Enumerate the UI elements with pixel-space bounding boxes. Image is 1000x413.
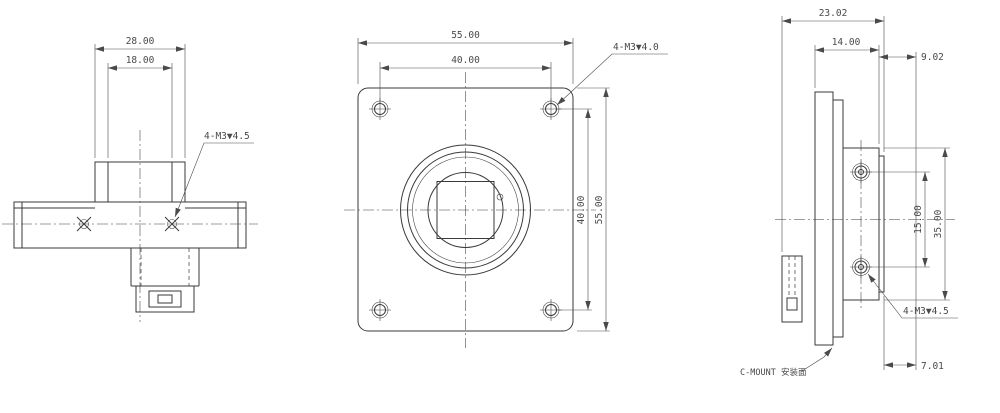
side-view: 23.02 14.00 9.02 15.00 35.00 7.01 4-M3▼4… (740, 8, 958, 378)
front-lens-mount (400, 144, 531, 276)
locating-pin-circle (496, 193, 504, 201)
mount-bore-circle (427, 172, 504, 248)
mount-face-leader (801, 347, 833, 372)
side-dim-body-height: 35.00 (933, 209, 944, 238)
front-view-centerlines (344, 72, 596, 348)
side-dim-depth-body: 14.00 (832, 37, 861, 48)
mount-thread-circle (412, 156, 519, 264)
front-hole-callout: 4-M3▼4.0 (613, 42, 659, 53)
sensor-outline (436, 181, 495, 239)
connector-outline (781, 255, 803, 323)
left-callout-leader (174, 142, 254, 218)
left-extension-lines (94, 44, 186, 158)
left-mount-hole-1 (76, 216, 92, 232)
front-callout-leader (556, 53, 668, 106)
left-dim-outer-width: 28.00 (126, 36, 155, 47)
side-dim-flange-offset: 7.01 (921, 361, 944, 372)
side-hole-callout: 4-M3▼4.5 (903, 306, 949, 317)
left-mount-hole-2 (164, 216, 180, 232)
mount-face-label: C-MOUNT 安装面 (740, 367, 807, 378)
left-body-outline (130, 248, 200, 313)
front-plate-outline (357, 87, 574, 332)
side-dim-depth-front: 9.02 (921, 52, 944, 63)
side-extension-lines (781, 16, 950, 370)
hole-cross-mark (164, 216, 180, 232)
front-corner-hole-bottom-left (369, 299, 391, 321)
side-callout-leader (867, 273, 958, 319)
side-dim-hole-spacing: 15.00 (913, 205, 924, 234)
left-body-hidden-lines (140, 248, 190, 286)
front-dim-height-overall: 55.00 (594, 195, 605, 224)
hole-circle (167, 219, 177, 229)
left-top-block-outline (94, 161, 186, 202)
mount-mid-circle (407, 151, 524, 269)
mount-outer-circle (400, 144, 531, 276)
hole-circle (79, 219, 89, 229)
side-back-cap (878, 155, 885, 293)
connector-inner (786, 297, 798, 311)
side-connector (781, 255, 803, 323)
left-dim-inner-width: 18.00 (126, 55, 155, 66)
side-spacer-plate (832, 99, 844, 338)
left-view: 28.00 18.00 4-M3▼4.5 (2, 36, 258, 322)
side-flange-plate (814, 91, 834, 346)
front-dim-width-overall: 55.00 (451, 30, 480, 41)
left-hole-callout: 4-M3▼4.5 (204, 131, 250, 142)
front-dim-width-holes: 40.00 (451, 55, 480, 66)
left-flange-outline (13, 201, 247, 249)
side-dim-depth-overall: 23.02 (819, 8, 848, 19)
front-view: 55.00 40.00 40.00 55.00 4-M3▼4.0 (344, 30, 668, 348)
front-extension-lines (357, 38, 610, 332)
hole-cross-mark (76, 216, 92, 232)
left-view-centerlines (2, 130, 258, 322)
front-dim-height-holes: 40.00 (576, 195, 587, 224)
hole-crosshair (369, 299, 391, 321)
connector-hidden-lines (788, 256, 796, 298)
